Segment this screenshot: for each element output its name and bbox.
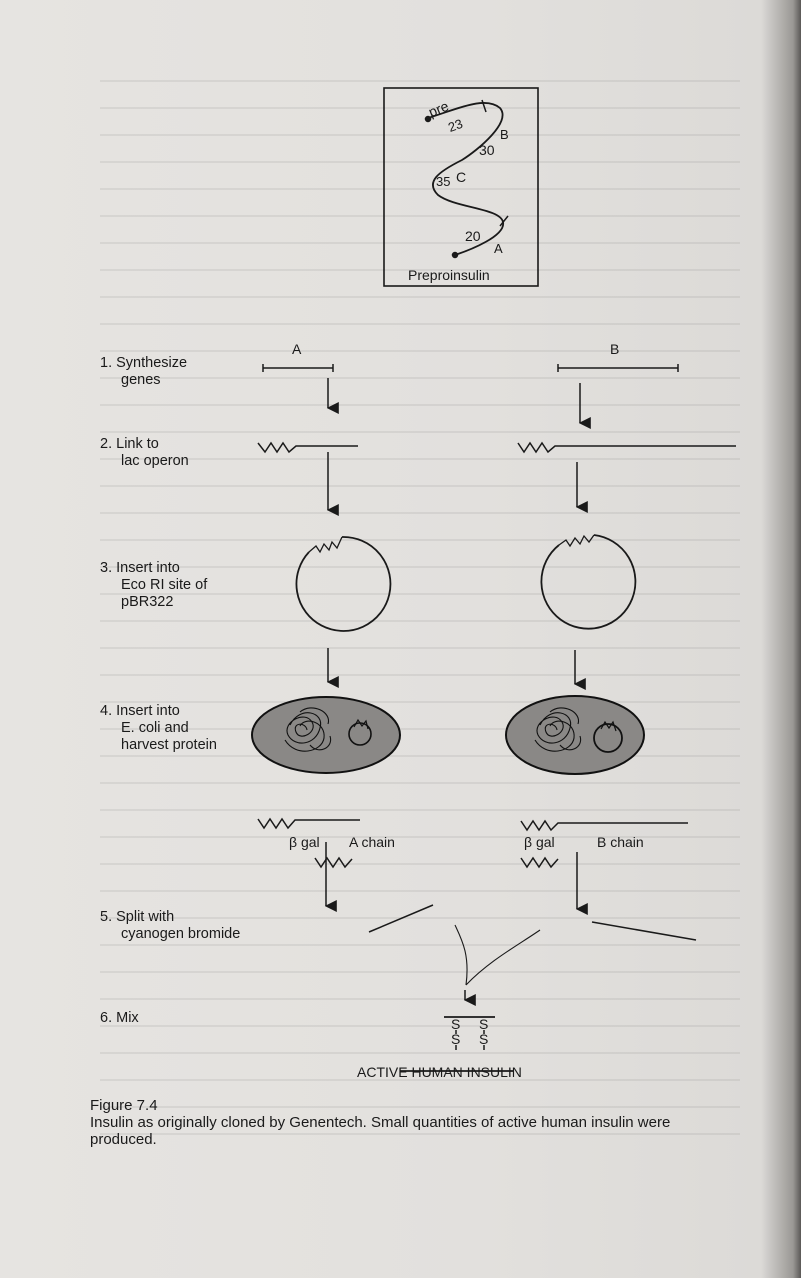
step-2-num: 2. <box>100 436 112 452</box>
plasmid-b <box>541 535 635 629</box>
preproinsulin-label: Preproinsulin <box>408 267 490 283</box>
gene-b-label: B <box>610 341 619 357</box>
split-gal-b <box>521 858 558 867</box>
disulfide-s4: S <box>479 1031 488 1047</box>
right-chain-label: B chain <box>597 834 644 850</box>
step-4-line1: Insert into <box>116 703 180 719</box>
fusion-protein-b <box>521 821 688 830</box>
disulfide-s2: S <box>479 1016 488 1032</box>
step-6-line1: Mix <box>116 1010 139 1026</box>
step-4-line2: E. coli and <box>100 720 217 737</box>
label-B: B <box>500 127 509 142</box>
figure-caption: Figure 7.4 Insulin as originally cloned … <box>90 1097 750 1148</box>
label-A: A <box>494 241 503 256</box>
left-chain-label: A chain <box>349 834 395 850</box>
step-5: 5. Split with cyanogen bromide <box>100 909 240 943</box>
step-4: 4. Insert into E. coli and harvest prote… <box>100 703 217 754</box>
step-3-line1: Insert into <box>116 560 180 576</box>
split-b-chain <box>592 922 696 940</box>
split-gal-a <box>315 858 352 867</box>
fusion-protein-a <box>258 819 360 828</box>
caption-label: Figure 7.4 <box>90 1097 750 1114</box>
label-35: 35 <box>436 174 450 189</box>
caption-line2: produced. <box>90 1131 750 1148</box>
preproinsulin-box <box>384 88 538 286</box>
step-2-line2: lac operon <box>100 453 189 470</box>
label-20: 20 <box>465 228 481 244</box>
lac-fusion-a <box>258 443 358 452</box>
step-4-num: 4. <box>100 703 112 719</box>
step-1: 1. Synthesize genes <box>100 355 187 389</box>
gene-a-label: A <box>292 341 301 357</box>
step-6: 6. Mix <box>100 1010 139 1027</box>
step-5-line1: Split with <box>116 909 174 925</box>
step-3: 3. Insert into Eco RI site of pBR322 <box>100 560 207 611</box>
step-3-line3: pBR322 <box>100 594 207 611</box>
ecoli-cell-b <box>506 696 644 774</box>
split-a-chain <box>369 905 433 932</box>
lac-fusion-b <box>518 443 736 452</box>
step-2: 2. Link to lac operon <box>100 436 189 470</box>
step-3-num: 3. <box>100 560 112 576</box>
step-1-line2: genes <box>100 372 187 389</box>
step-4-line3: harvest protein <box>100 737 217 754</box>
step-1-line1: Synthesize <box>116 355 187 371</box>
label-C: C <box>456 169 466 185</box>
disulfide-s1: S <box>451 1016 460 1032</box>
ecoli-cell-a <box>252 697 400 773</box>
step-5-num: 5. <box>100 909 112 925</box>
step-2-line1: Link to <box>116 436 159 452</box>
right-gal-label: β gal <box>524 834 555 850</box>
label-30: 30 <box>479 142 495 158</box>
step-5-line2: cyanogen bromide <box>100 926 240 943</box>
mix-arrows <box>455 925 540 985</box>
step-6-num: 6. <box>100 1010 112 1026</box>
step-1-num: 1. <box>100 355 112 371</box>
step-3-line2: Eco RI site of <box>100 577 207 594</box>
pre-label: pre <box>426 98 451 120</box>
disulfide-s3: S <box>451 1031 460 1047</box>
label-23: 23 <box>446 116 465 135</box>
caption-line1: Insulin as originally cloned by Genentec… <box>90 1114 750 1131</box>
left-gal-label: β gal <box>289 834 320 850</box>
result-label: ACTIVE HUMAN INSULIN <box>357 1064 522 1080</box>
